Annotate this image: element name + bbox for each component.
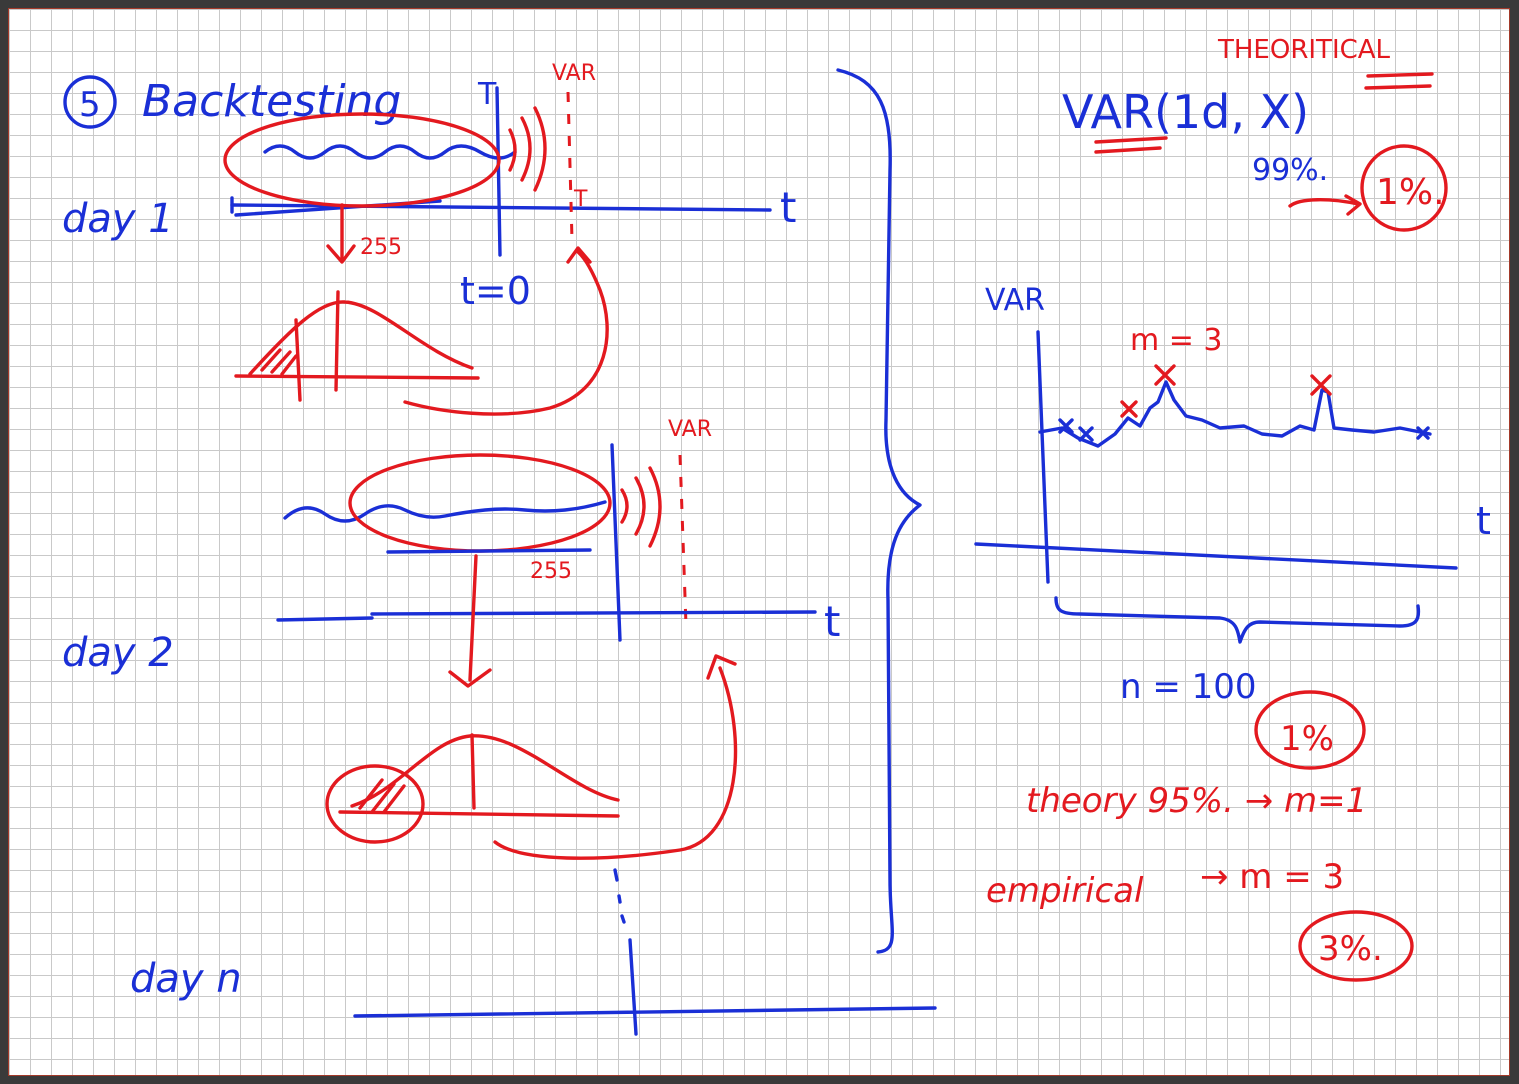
day1-window-label: 255 (360, 235, 402, 260)
empirical-tail-label: 3%. (1318, 929, 1383, 969)
day2-var-label: VAR (668, 417, 712, 442)
day1-t-axis-label: t (780, 183, 796, 232)
day2-distribution-curve (350, 734, 620, 808)
dayn-time-axis (353, 1006, 937, 1018)
grid-paper (8, 8, 1510, 1076)
empirical-tail-circle (1298, 910, 1414, 982)
dayn-today-line (628, 938, 638, 1036)
sample-tail-label: 1% (1280, 719, 1334, 759)
tail-label: 1%. (1376, 172, 1445, 213)
var-formula: VAR(1d, X) (1062, 85, 1309, 139)
day1-distribution-axis (234, 374, 480, 380)
exceedances-label: m = 3 (1130, 323, 1223, 358)
day2-t-axis-label: t (824, 597, 840, 646)
heading-title: Backtesting (142, 76, 401, 127)
day1-T-mark: T (477, 77, 497, 112)
day1-price-history (263, 144, 517, 160)
day2-today-line (610, 443, 622, 642)
day1-var-line (566, 91, 574, 241)
var-y-axis (1036, 330, 1050, 584)
sample-size-label: n = 100 (1120, 667, 1257, 707)
step-number: 5 (79, 85, 101, 125)
theoretical-label: THEORITICAL (1217, 35, 1391, 65)
day2-tail-circle (325, 764, 425, 844)
step-number-circle (63, 75, 117, 129)
day1-label: day 1 (62, 196, 174, 242)
day1-t-zero: t=0 (460, 269, 531, 313)
empirical-result: → m = 3 (1200, 857, 1344, 897)
sample-brace (1054, 596, 1421, 644)
tail-circle (1360, 144, 1448, 232)
day2-distribution-axis (338, 810, 620, 818)
day1-window-ellipse (223, 112, 501, 208)
sample-tail-circle (1254, 690, 1366, 770)
day2-price-history (283, 500, 607, 523)
day2-time-axis (276, 610, 817, 622)
var-axis-label: VAR (985, 283, 1045, 318)
confidence-label: 99%. (1252, 153, 1328, 188)
day1-distribution-curve (248, 300, 474, 376)
day2-window-label: 255 (530, 559, 572, 584)
var-x-axis (974, 542, 1458, 570)
var-x-axis-label: t (1476, 499, 1491, 543)
var-series-line (1038, 380, 1432, 448)
dayn-label: day n (130, 956, 242, 1002)
ellipsis-dots (613, 868, 626, 924)
day1-var-label: VAR (552, 61, 596, 86)
day2-window-ellipse (348, 453, 612, 553)
theory-line: theory 95%. → m=1 (1026, 781, 1367, 821)
day1-today-line (495, 86, 502, 257)
day1-time-axis (230, 203, 772, 212)
day2-var-line (678, 454, 688, 626)
day2-label: day 2 (62, 630, 174, 676)
empirical-label: empirical (986, 871, 1144, 911)
day1-T-small: T (573, 187, 588, 212)
brace (836, 68, 922, 954)
